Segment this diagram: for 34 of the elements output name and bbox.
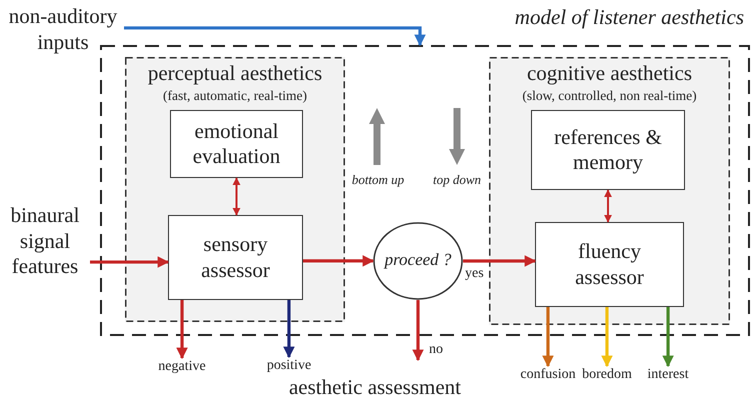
outcome-label: boredom (582, 366, 632, 386)
arrow (604, 189, 612, 223)
outcome-label: interest (644, 366, 692, 386)
input-label: binaural signal features (0, 203, 90, 285)
arrow (124, 26, 426, 46)
group-subtitle: (fast, automatic, real-time) (162, 88, 308, 104)
process-box: fluency assessor (535, 222, 684, 307)
arrow (176, 300, 188, 360)
group-panel (489, 57, 730, 325)
outcome-label: negative (148, 358, 216, 376)
arrow (232, 177, 240, 216)
arrow (542, 307, 554, 368)
group-title: cognitive aesthetics (526, 61, 694, 86)
outcome-label: confusion (516, 366, 580, 386)
outcome-label: positive (259, 357, 319, 375)
arrow (90, 256, 170, 268)
direction-label: bottom up (350, 171, 406, 189)
group-panel (125, 57, 345, 322)
group-subtitle: (slow, controlled, non real-time) (521, 88, 698, 104)
output-heading: aesthetic assessment (288, 374, 462, 401)
process-box: references & memory (531, 110, 685, 190)
input-label: non-auditory inputs (2, 4, 124, 56)
arrow (601, 307, 613, 368)
arrow (283, 300, 295, 358)
direction-label: top down (432, 171, 482, 189)
arrow (303, 255, 374, 267)
group-title: perceptual aesthetics (146, 61, 324, 86)
arrow (463, 255, 536, 267)
process-box: sensory assessor (168, 215, 303, 300)
decision-label: proceed ? (382, 250, 452, 270)
model-heading: model of listener aesthetics (514, 5, 744, 30)
process-box: emotional evaluation (170, 110, 303, 178)
arrow (662, 307, 674, 368)
arrow (412, 300, 424, 362)
